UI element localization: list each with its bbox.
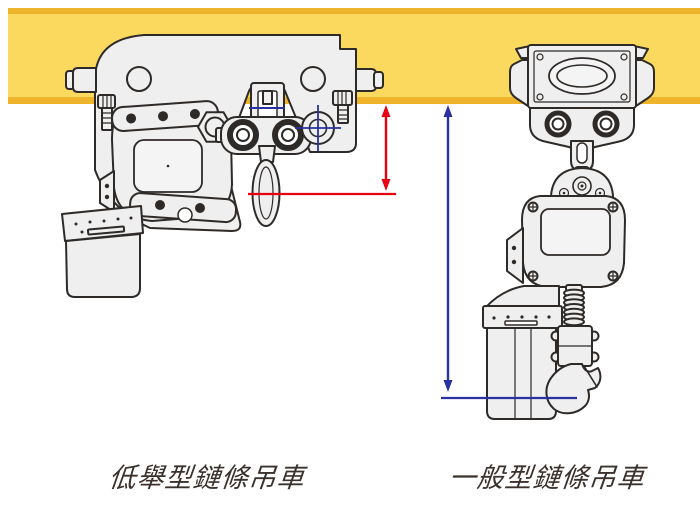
- general-hoist-illustration: [482, 44, 655, 420]
- suspension-slot: [548, 57, 616, 95]
- adjuster-bolt-right: [332, 90, 353, 124]
- side-bracket-right: [506, 227, 524, 284]
- suspension-bracket: [509, 44, 655, 161]
- crosshair-lines: [295, 105, 341, 151]
- headroom-dimension-blue: [441, 105, 577, 400]
- hoist-body-left: [99, 100, 238, 224]
- axle-cap-right: [373, 71, 384, 89]
- hook-left: [251, 145, 281, 227]
- hook-block-left: [215, 82, 317, 155]
- chain-container-left: [61, 205, 144, 298]
- axle-tab-left: [72, 67, 97, 93]
- hook-right: [545, 363, 602, 415]
- low-headroom-hoist-illustration: [61, 34, 384, 298]
- chain-spring: [563, 284, 585, 327]
- hoist-body-right: [506, 167, 626, 288]
- chain-container-right: [482, 285, 563, 420]
- headroom-dimension-red: [248, 105, 396, 196]
- plate-hole-right: [300, 66, 326, 92]
- name-plate-right: [540, 208, 611, 256]
- hook-block-right: [550, 325, 600, 367]
- caption-low-headroom-hoist: 低舉型鏈條吊車: [107, 463, 307, 493]
- adjuster-bolt-left: [97, 94, 116, 131]
- corner-screws: [527, 201, 619, 282]
- plate-hole-left: [126, 66, 152, 92]
- caption-general-hoist: 一般型鏈條吊車: [447, 463, 647, 493]
- hook-latch: [583, 365, 598, 388]
